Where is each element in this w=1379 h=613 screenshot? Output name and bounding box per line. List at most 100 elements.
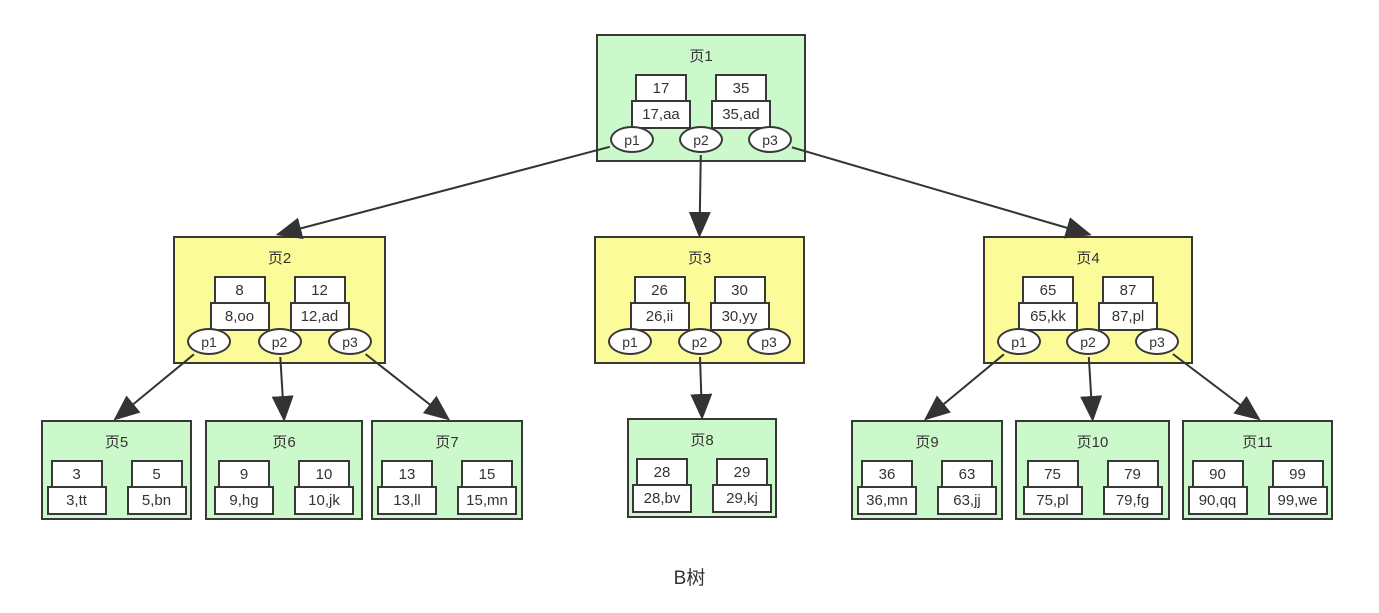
node-title: 页8 <box>690 432 714 449</box>
cell-key: 10 <box>298 460 350 488</box>
cell-key: 99 <box>1271 460 1324 488</box>
edge-page4-p2-to-page10 <box>1080 356 1103 422</box>
cell-key: 13 <box>381 460 433 488</box>
cell-key: 3 <box>50 460 103 488</box>
pointer-p2: p2 <box>1066 328 1110 355</box>
node-title: 页6 <box>272 434 296 451</box>
edge-page3-p2-to-page8 <box>690 356 713 420</box>
cell-key: 29 <box>716 458 768 486</box>
diagram-caption: B树 <box>673 568 706 589</box>
cell-record: 9,hg <box>214 486 274 515</box>
cell-record: 13,ll <box>377 486 437 515</box>
cell-record: 30,yy <box>709 302 770 331</box>
cell-record: 36,mn <box>857 486 917 515</box>
pointer-p3: p3 <box>328 328 372 355</box>
edge-page1-p3-to-page4 <box>791 146 1092 239</box>
cell-record: 5,bn <box>126 486 187 515</box>
node-title: 页5 <box>104 434 129 451</box>
cell-record: 10,jk <box>294 486 354 515</box>
node-pointers: p1 p2 p3 <box>175 328 384 355</box>
cell-key: 5 <box>130 460 183 488</box>
edge-page1-p2-to-page3 <box>688 154 711 238</box>
cell-key: 87 <box>1102 276 1154 304</box>
node-title: 页11 <box>1242 434 1273 451</box>
pointer-p2: p2 <box>677 328 722 355</box>
cell-record: 87,pl <box>1098 302 1158 331</box>
node-title: 页9 <box>915 434 939 451</box>
cell-record: 26,ii <box>629 302 690 331</box>
cell-key: 35 <box>715 74 767 102</box>
node-title: 页7 <box>435 434 459 451</box>
cell-key: 75 <box>1026 460 1079 488</box>
node-title: 页3 <box>687 250 712 267</box>
pointer-p1: p1 <box>997 328 1041 355</box>
node-title: 页2 <box>267 250 292 267</box>
cell-key: 63 <box>941 460 993 488</box>
cell-record: 99,we <box>1267 486 1328 515</box>
pointer-p3: p3 <box>748 126 792 153</box>
cell-record: 28,bv <box>632 484 692 513</box>
cell-key: 28 <box>636 458 688 486</box>
cell-key: 36 <box>861 460 913 488</box>
edge-page1-p1-to-page2 <box>275 145 611 240</box>
node-title: 页4 <box>1076 250 1100 267</box>
cell-key: 90 <box>1191 460 1244 488</box>
node-pointers: p1 p2 p3 <box>596 328 803 355</box>
node-title: 页10 <box>1076 434 1109 451</box>
cell-record: 90,qq <box>1187 486 1248 515</box>
cell-record: 12,ad <box>289 302 350 331</box>
cell-key: 79 <box>1106 460 1159 488</box>
pointer-p3: p3 <box>747 328 791 355</box>
cell-record: 29,kj <box>712 484 772 513</box>
cell-key: 65 <box>1022 276 1074 304</box>
cell-key: 8 <box>213 276 266 304</box>
pointer-p1: p1 <box>608 328 652 355</box>
edge-page2-p2-to-page6 <box>271 356 294 422</box>
cell-record: 15,mn <box>457 486 517 515</box>
pointer-p1: p1 <box>187 328 231 355</box>
cell-record: 3,tt <box>46 486 107 515</box>
cell-key: 26 <box>633 276 686 304</box>
pointer-p2: p2 <box>257 328 302 355</box>
pointer-p3: p3 <box>1135 328 1179 355</box>
cell-record: 8,oo <box>209 302 270 331</box>
cell-record: 75,pl <box>1022 486 1083 515</box>
